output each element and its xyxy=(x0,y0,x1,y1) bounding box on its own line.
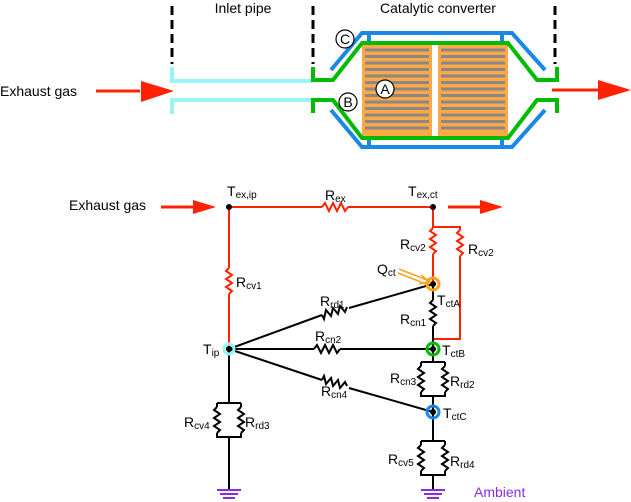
node-t-ctB xyxy=(430,346,436,352)
svg-text:A: A xyxy=(380,81,390,97)
node-t-ex-ct xyxy=(430,204,436,210)
label-t-ex-ct: Tex,ct xyxy=(408,183,438,201)
marker-c: C xyxy=(335,29,355,49)
label-r-rd4: Rrd4 xyxy=(450,453,475,471)
label-r-ex: Rex xyxy=(325,187,346,205)
label-r-cn3: Rcn3 xyxy=(390,370,417,388)
ground-left-icon xyxy=(217,489,241,499)
node-ring-tctA xyxy=(425,276,441,292)
label-t-ex-ip: Tex,ip xyxy=(227,183,257,201)
exhaust-outlet-arrowhead-circuit xyxy=(480,200,503,214)
outer-shell-c xyxy=(329,31,547,149)
node-ring-tctB xyxy=(425,341,441,357)
label-r-cv1: Rcv1 xyxy=(236,274,262,292)
heat-input-arrow xyxy=(397,268,432,285)
inlet-pipe-lower xyxy=(170,98,313,114)
gas-wires xyxy=(224,200,465,349)
label-t-ctB: TctB xyxy=(442,342,465,360)
label-r-cn4: Rcn4 xyxy=(321,383,348,401)
node-ring-tctC xyxy=(425,404,441,420)
label-r-cv2-a: Rcv2 xyxy=(400,236,426,254)
exhaust-gas-label-top: Exhaust gas xyxy=(0,83,77,99)
label-t-ctC: TctC xyxy=(443,405,467,423)
ground-right-icon xyxy=(421,489,445,499)
exhaust-gas-arrowhead-circuit xyxy=(193,200,216,214)
conduction-wires xyxy=(212,283,450,490)
label-t-ip: Tip xyxy=(203,341,220,359)
catalytic-converter-label: Catalytic converter xyxy=(380,0,496,16)
inner-shell-b xyxy=(311,41,559,140)
label-r-cn1: Rcn1 xyxy=(400,311,427,329)
top-schematic: Inlet pipe Catalytic converter Exhaust g… xyxy=(0,0,631,149)
label-r-cv2-b: Rcv2 xyxy=(468,241,494,259)
node-t-ctA xyxy=(430,281,436,287)
node-t-ip xyxy=(226,346,232,352)
exhaust-outlet-arrowhead-top xyxy=(598,80,631,100)
ambient-label: Ambient xyxy=(474,484,525,500)
node-ring-tip xyxy=(222,342,236,356)
label-r-cv4: Rcv4 xyxy=(184,414,210,432)
inlet-pipe-label: Inlet pipe xyxy=(215,0,272,16)
label-r-rd3: Rrd3 xyxy=(245,414,270,432)
node-t-ctC xyxy=(430,409,436,415)
svg-text:B: B xyxy=(343,94,352,110)
label-r-rd2: Rrd2 xyxy=(450,373,475,391)
marker-b: B xyxy=(338,92,358,112)
node-t-ex-ip xyxy=(226,204,232,210)
thermal-circuit: Exhaust gas xyxy=(69,183,525,500)
exhaust-gas-label-circuit: Exhaust gas xyxy=(69,197,146,213)
inlet-pipe-upper xyxy=(170,67,313,83)
label-r-cn2: Rcn2 xyxy=(315,328,342,346)
svg-text:C: C xyxy=(340,31,350,47)
exhaust-gas-arrowhead-top xyxy=(141,81,174,102)
label-t-ctA: TctA xyxy=(437,292,460,310)
label-r-cv5: Rcv5 xyxy=(388,451,414,469)
marker-a: A xyxy=(375,79,395,99)
label-r-rd1: Rrd1 xyxy=(320,293,345,311)
label-q-ct: Qct xyxy=(377,261,396,279)
substrate-a xyxy=(362,44,508,137)
